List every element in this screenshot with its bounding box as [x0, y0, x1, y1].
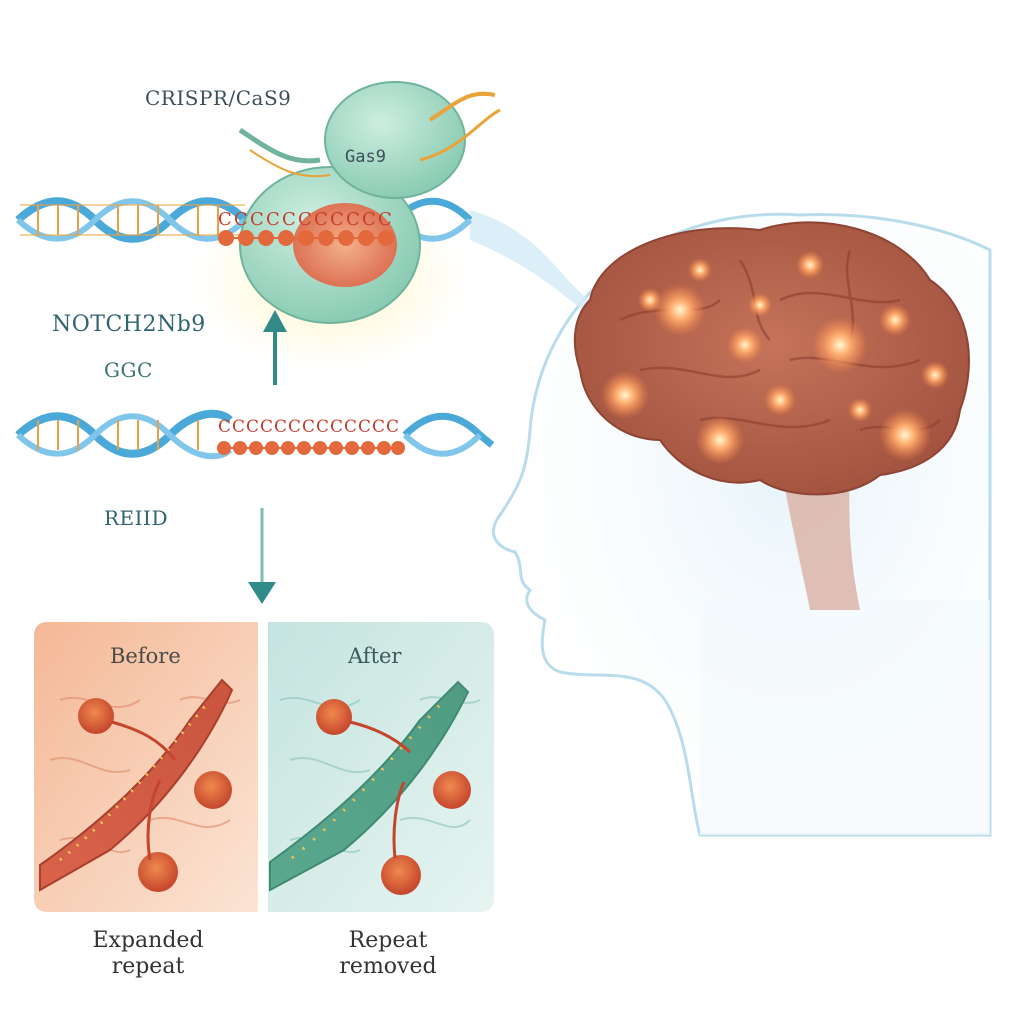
- before-panel: [34, 622, 258, 912]
- connector-band: [470, 210, 600, 325]
- repeat-letters-top: C C C C C C C C C C C: [218, 209, 392, 230]
- repeat-letter-bottom-7: C: [316, 417, 329, 437]
- repeat-letter-bottom-2: C: [246, 417, 259, 437]
- repeat-letter-bottom-5: C: [288, 417, 301, 437]
- before-title: Before: [110, 644, 181, 668]
- repeat-letter-top-2: C: [250, 209, 264, 230]
- before-caption-line1: Expanded: [92, 928, 204, 953]
- repeat-letter-bottom-1: C: [232, 417, 245, 437]
- gene-label: NOTCH2Nb9: [52, 312, 206, 337]
- after-caption-line1: Repeat: [348, 928, 428, 953]
- arrow-up: [263, 310, 287, 385]
- brain-stem: [780, 460, 860, 610]
- repeat-letter-bottom-9: C: [344, 417, 357, 437]
- enzyme-inner-label: Gas9: [345, 147, 386, 167]
- repeat-letter-bottom-11: C: [372, 417, 385, 437]
- repeat-letter-bottom-6: C: [302, 417, 315, 437]
- before-caption: Expanded repeat: [48, 928, 248, 980]
- repeat-letter-top-1: C: [234, 209, 248, 230]
- repeat-letter-top-10: C: [378, 209, 392, 230]
- arrow-down: [248, 508, 276, 604]
- repeat-letter-top-0: C: [218, 209, 232, 230]
- after-panel: [268, 622, 494, 912]
- repeat-unit-label: GGC: [104, 358, 153, 382]
- repeat-letter-top-7: C: [330, 209, 344, 230]
- repeat-letter-top-6: C: [314, 209, 328, 230]
- after-title: After: [348, 644, 402, 668]
- lower-strand-label: REIID: [104, 506, 168, 530]
- dna-helix-bottom: [15, 409, 495, 460]
- repeat-letter-top-8: C: [346, 209, 360, 230]
- repeat-letter-bottom-12: C: [386, 417, 399, 437]
- before-caption-line2: repeat: [111, 954, 185, 979]
- brain: [573, 221, 970, 496]
- repeat-letter-bottom-3: C: [260, 417, 273, 437]
- repeat-beads-top: [218, 230, 394, 246]
- repeat-letter-top-5: C: [298, 209, 312, 230]
- repeat-letter-top-9: C: [362, 209, 376, 230]
- neuron-sparks: [601, 251, 949, 464]
- repeat-letter-bottom-10: C: [358, 417, 371, 437]
- repeat-beads-bottom: [217, 441, 405, 455]
- repeat-letters-bottom: C C C C C C C C C C C C C: [218, 417, 399, 437]
- repeat-letter-top-3: C: [266, 209, 280, 230]
- after-caption: Repeat removed: [288, 928, 488, 980]
- repeat-letter-bottom-0: C: [218, 417, 231, 437]
- repeat-letter-top-4: C: [282, 209, 296, 230]
- repeat-letter-bottom-4: C: [274, 417, 287, 437]
- repeat-letter-bottom-8: C: [330, 417, 343, 437]
- cas9-enzyme: [238, 81, 501, 324]
- after-caption-line2: removed: [339, 954, 437, 979]
- crispr-label: CRISPR/CaS9: [145, 86, 292, 110]
